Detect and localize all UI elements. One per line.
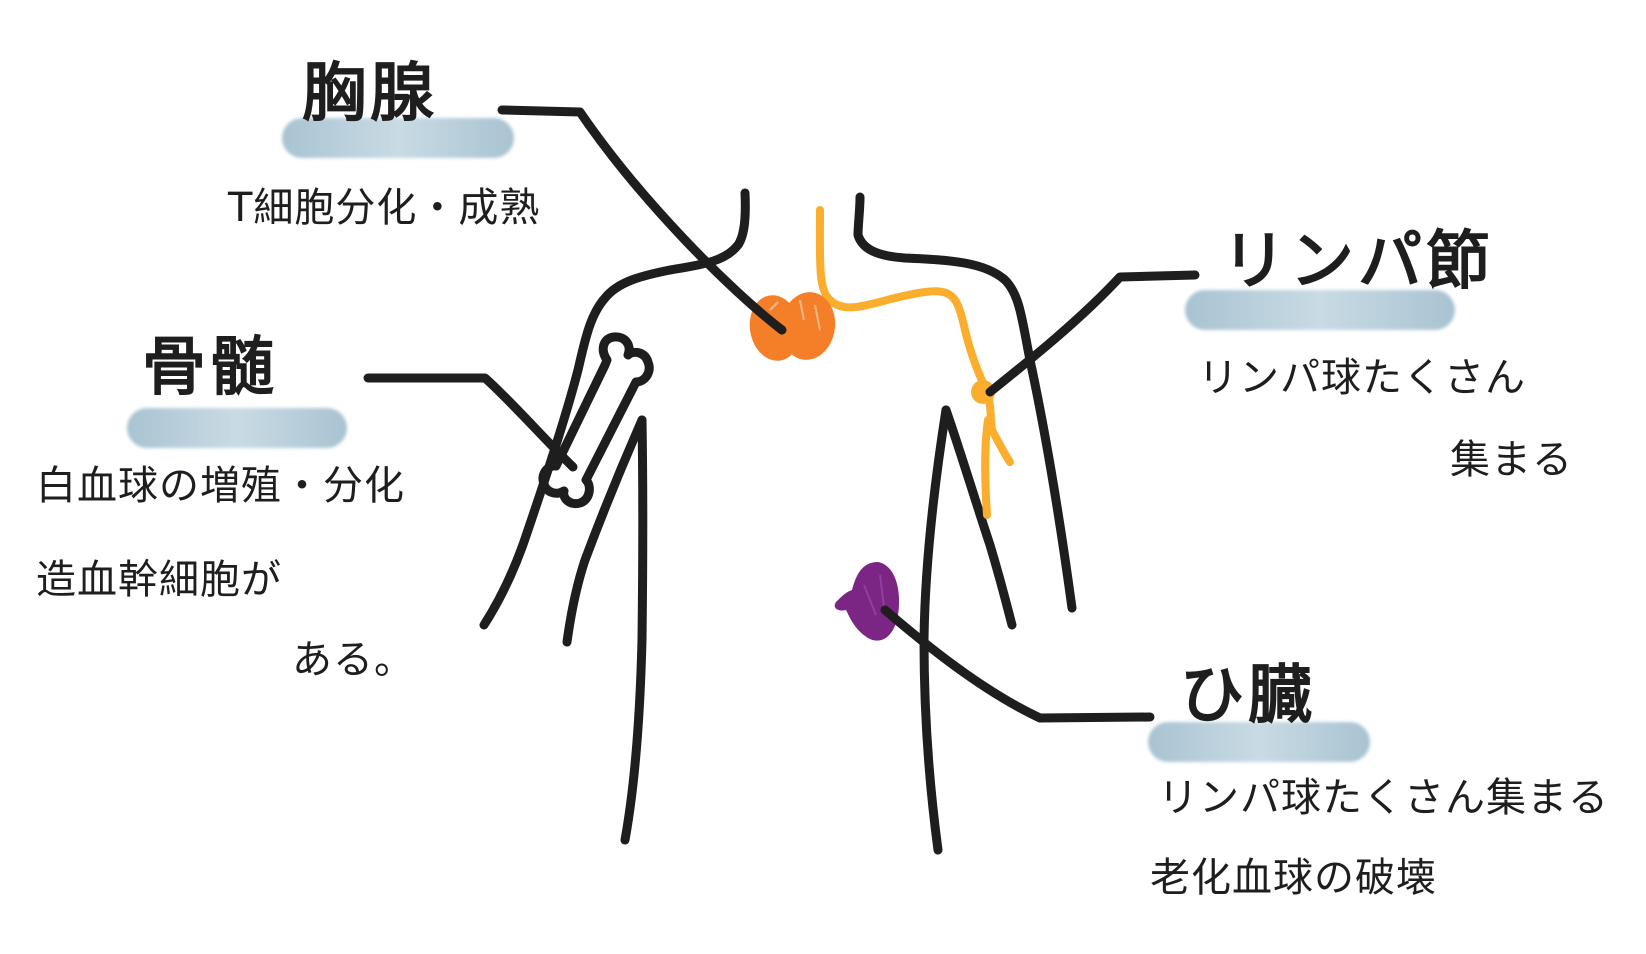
- bone-marrow-leader-line: [363, 373, 578, 472]
- lymph-node-title-highlight: [1185, 290, 1455, 330]
- left-torso-line: [620, 415, 648, 845]
- lymph-node-description-line-2: 集まる: [1450, 437, 1573, 483]
- left-arm-inner-line: [562, 415, 647, 647]
- bone-marrow-description-line-3: ある。: [292, 637, 415, 683]
- bone-marrow-title: 骨髄: [142, 331, 278, 405]
- spleen-description-line-2: 老化血球の破壊: [1150, 855, 1437, 901]
- spleen-title-highlight: [1148, 722, 1370, 762]
- lymph-vessel: [815, 206, 1014, 519]
- lymph-node-leader-line: [985, 270, 1200, 397]
- bone-marrow-description-line-2: 造血幹細胞が: [36, 557, 282, 603]
- lymph-vessel-branch: [981, 416, 992, 519]
- neck-right-line: [853, 192, 1077, 613]
- thymus-title-highlight: [282, 118, 514, 158]
- thymus-title: 胸腺: [302, 57, 438, 131]
- lymph-node-description-line-1: リンパ球たくさん: [1198, 355, 1526, 401]
- leader-lines: [363, 105, 1200, 723]
- right-torso-line: [919, 405, 951, 855]
- thymus-leader-line: [497, 105, 787, 335]
- lymph-node-icon: [971, 380, 995, 404]
- bone-marrow-description-line-1: 白血球の増殖・分化: [36, 463, 405, 509]
- spleen-description-line-1: リンパ球たくさん集まる: [1158, 775, 1609, 821]
- thymus-icon: [749, 292, 836, 361]
- bone-icon: [538, 332, 654, 509]
- thymus-description: T細胞分化・成熟: [228, 185, 541, 231]
- spleen-icon: [834, 562, 900, 641]
- neck-left-line: [479, 188, 750, 630]
- lymph-node-title: リンパ節: [1222, 225, 1494, 299]
- spleen-title: ひ臓: [1180, 659, 1316, 733]
- body-outline: [479, 188, 1077, 855]
- spleen-leader-line: [880, 605, 1155, 723]
- lymph-vessel-line: [815, 206, 1014, 466]
- bone-marrow-title-highlight: [127, 408, 347, 448]
- right-arm-inner-line: [941, 405, 1017, 630]
